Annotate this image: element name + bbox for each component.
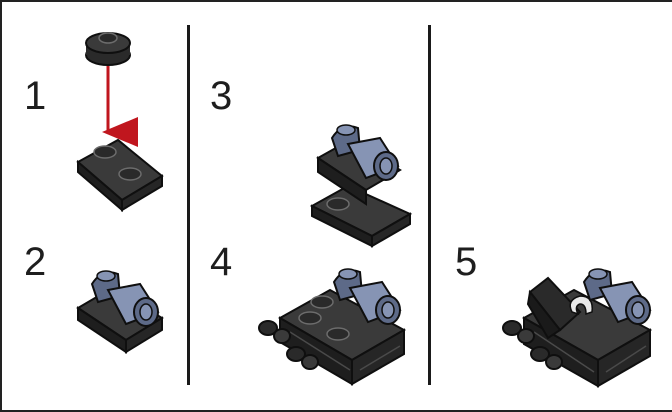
step1-round-plate-icon bbox=[86, 33, 130, 65]
step1-plate-icon bbox=[78, 140, 162, 210]
step4-assembly-icon bbox=[259, 269, 404, 384]
step3-assembly-icon bbox=[312, 125, 410, 246]
step5-assembly-icon bbox=[503, 269, 650, 386]
step2-assembly-icon bbox=[78, 271, 162, 352]
